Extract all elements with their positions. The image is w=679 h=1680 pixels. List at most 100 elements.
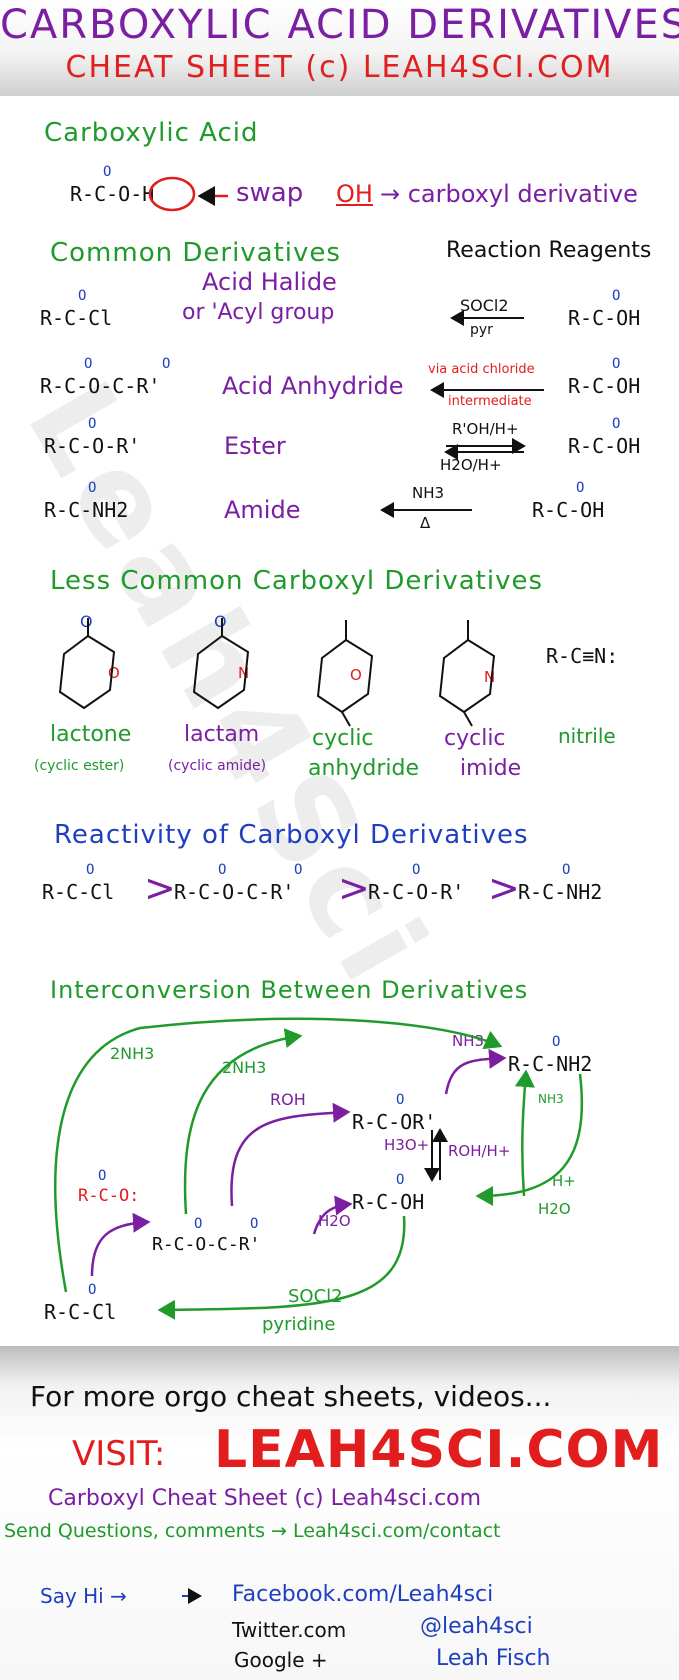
carbonyl-oxygen: O xyxy=(86,862,95,878)
arrow-anhydride-to-ester xyxy=(230,1102,351,1207)
anhydride-carbonyl-bottom xyxy=(341,711,351,727)
section-heading-carboxylic-acid: Carboxylic Acid xyxy=(44,118,259,148)
label-h2o-b: H2O xyxy=(538,1200,571,1218)
section-heading-interconversion: Interconversion Between Derivatives xyxy=(50,976,529,1004)
lactone-note: (cyclic ester) xyxy=(34,758,125,774)
carbonyl-oxygen: O xyxy=(294,862,303,878)
oh-label: OH xyxy=(336,180,373,208)
acid-halide-structure: R-C-Cl xyxy=(40,306,113,330)
label-2nh3-a: 2NH3 xyxy=(110,1044,155,1063)
carboxyl-derivative-label: → carboxyl derivative xyxy=(380,180,638,208)
carbonyl-oxygen: O xyxy=(250,1216,259,1232)
interconv-anhydride: R-C-O-C-R' xyxy=(152,1234,261,1255)
interconv-ester: R-C-OR' xyxy=(352,1110,437,1134)
label-h2o-a: H2O xyxy=(318,1212,351,1230)
carbonyl-oxygen: O xyxy=(612,416,621,432)
interconv-acid: R-C-OH xyxy=(352,1190,425,1214)
interconv-carboxylate: R-C-O: xyxy=(78,1186,140,1206)
arrow-ester-to-amide xyxy=(444,1048,507,1095)
label-h-plus: H+ xyxy=(552,1172,576,1190)
arrow-anhydride-to-amide xyxy=(183,1028,303,1215)
ester-structure: R-C-O-R' xyxy=(44,434,141,458)
anhydride-ring-o: O xyxy=(350,666,362,684)
lactone-ring xyxy=(58,634,116,710)
product-acid-3: R-C-OH xyxy=(568,434,641,458)
footer-band xyxy=(0,1346,679,1680)
interconv-acid-chloride: R-C-Cl xyxy=(44,1300,117,1324)
footer-twitter-handle[interactable]: @leah4sci xyxy=(420,1614,533,1639)
cyclic-anhydride-ring xyxy=(316,638,374,714)
cyclic-anhydride-note: anhydride xyxy=(308,756,420,781)
header-band xyxy=(0,0,679,96)
carbonyl-oxygen: O xyxy=(218,862,227,878)
footer-facebook[interactable]: Facebook.com/Leah4sci xyxy=(232,1582,494,1607)
carbonyl-oxygen: O xyxy=(396,1172,405,1188)
carbonyl-oxygen: O xyxy=(412,862,421,878)
reactivity-anhydride: R-C-O-C-R' xyxy=(174,880,295,904)
lactam-ring xyxy=(192,634,250,710)
label-h3o: H3O+ xyxy=(384,1136,430,1154)
section-heading-reactivity: Reactivity of Carboxyl Derivatives xyxy=(54,820,529,850)
footer-google-name: Leah Fisch xyxy=(436,1646,551,1671)
nitrile-label: nitrile xyxy=(558,724,616,748)
footer-copyright: Carboxyl Cheat Sheet (c) Leah4sci.com xyxy=(48,1486,482,1511)
carbonyl-oxygen-red: O xyxy=(162,356,171,372)
lactam-label: lactam xyxy=(184,722,260,747)
product-acid-2: R-C-OH xyxy=(568,374,641,398)
reagent-water-acid: H2O/H+ xyxy=(440,456,502,474)
lactam-carbonyl-o: O xyxy=(214,612,227,631)
carbonyl-oxygen: O xyxy=(88,480,97,496)
product-acid-1: R-C-OH xyxy=(568,306,641,330)
lactone-carbonyl-o: O xyxy=(80,612,93,631)
footer-google-plus[interactable]: Google + xyxy=(234,1648,328,1672)
reagent-ammonia: NH3 xyxy=(412,484,445,502)
carbonyl-oxygen: O xyxy=(78,288,87,304)
lactam-note: (cyclic amide) xyxy=(168,758,267,774)
reactivity-separator: > xyxy=(488,866,520,910)
lactone-ring-o: O xyxy=(108,664,120,682)
footer-twitter[interactable]: Twitter.com xyxy=(232,1618,347,1642)
label-roh: ROH xyxy=(270,1090,306,1109)
imide-carbonyl-bottom xyxy=(463,711,473,727)
ester-name: Ester xyxy=(224,432,286,460)
label-pyridine: pyridine xyxy=(262,1314,336,1335)
arrow-chloride-to-anhydride xyxy=(90,1212,151,1277)
arrow-anhydride-to-acid xyxy=(312,1195,353,1235)
carbonyl-oxygen: O xyxy=(612,356,621,372)
cyclic-imide-ring xyxy=(438,638,496,714)
carbonyl-oxygen: O xyxy=(98,1168,107,1184)
reagent-heat: Δ xyxy=(420,514,431,532)
reactivity-separator: > xyxy=(338,866,370,910)
swap-label: swap xyxy=(236,178,304,208)
carbonyl-oxygen: O xyxy=(562,862,571,878)
cyclic-imide-label: cyclic xyxy=(444,726,506,751)
reaction-reagents-heading: Reaction Reagents xyxy=(446,238,652,263)
reagent-intermediate: intermediate xyxy=(448,394,532,409)
oh-circle xyxy=(148,176,196,212)
footer-site-link[interactable]: LEAH4SCI.COM xyxy=(214,1420,664,1480)
carbonyl-oxygen: O xyxy=(612,288,621,304)
reagent-socl2: SOCl2 xyxy=(460,296,509,315)
label-2nh3-b: 2NH3 xyxy=(222,1058,267,1077)
carboxylic-acid-structure: R-C-O-H xyxy=(70,182,155,206)
cyclic-imide-note: imide xyxy=(460,756,522,781)
reagent-pyr: pyr xyxy=(470,322,493,338)
amide-structure: R-C-NH2 xyxy=(44,498,129,522)
reactivity-amide: R-C-NH2 xyxy=(518,880,603,904)
carbonyl-oxygen: O xyxy=(84,356,93,372)
lactam-ring-n: N xyxy=(238,664,250,682)
page-title: CARBOXYLIC ACID DERIVATIVES xyxy=(0,2,679,48)
acid-halide-name: Acid Halide xyxy=(202,268,337,296)
carbonyl-oxygen: O xyxy=(552,1034,561,1050)
footer-contact[interactable]: Send Questions, comments → Leah4sci.com/… xyxy=(4,1520,501,1542)
acyl-group-name: or 'Acyl group xyxy=(182,300,335,325)
footer-visit-label: VISIT: xyxy=(72,1434,166,1474)
carbonyl-oxygen: O xyxy=(88,1282,97,1298)
footer-more-sheets: For more orgo cheat sheets, videos... xyxy=(30,1380,552,1413)
arrow-amide-to-acid xyxy=(475,1073,584,1206)
acid-anhydride-name: Acid Anhydride xyxy=(222,372,404,400)
product-acid-4: R-C-OH xyxy=(532,498,605,522)
cyclic-anhydride-label: cyclic xyxy=(312,726,374,751)
